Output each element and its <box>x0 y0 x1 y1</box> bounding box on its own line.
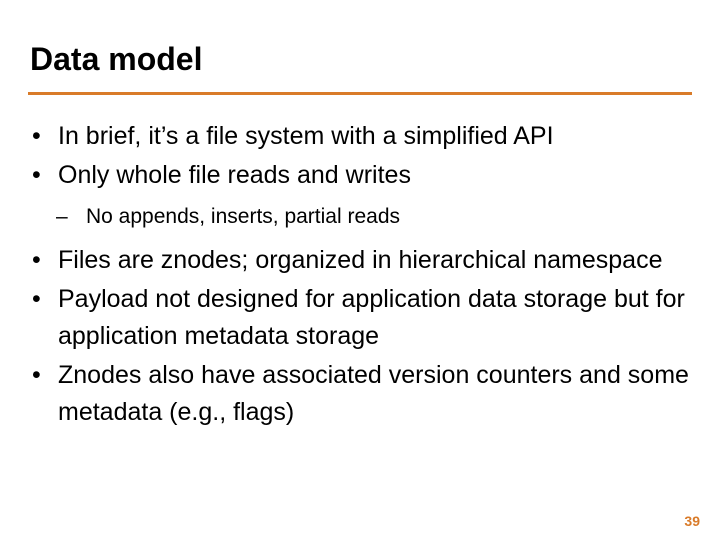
sub-bullet-item: – No appends, inserts, partial reads <box>28 200 696 234</box>
bullet-text: Files are znodes; organized in hierarchi… <box>58 246 663 274</box>
title-divider-rule <box>28 92 692 95</box>
bullet-dot-icon: • <box>32 122 41 150</box>
bullet-dot-icon: • <box>32 285 41 313</box>
slide-title: Data model <box>30 41 203 77</box>
bullet-dot-icon: • <box>32 246 41 274</box>
bullet-dot-icon: • <box>32 161 41 189</box>
bullet-item: • Only whole file reads and writes <box>28 157 696 194</box>
bullet-dash-icon: – <box>56 205 68 228</box>
bullet-item: • Znodes also have associated version co… <box>28 357 696 431</box>
sub-bullet-text: No appends, inserts, partial reads <box>86 205 401 228</box>
slide-body-content: • In brief, it’s a file system with a si… <box>28 118 696 433</box>
bullet-text: In brief, it’s a file system with a simp… <box>58 122 554 150</box>
bullet-item: • Payload not designed for application d… <box>28 281 696 355</box>
bullet-dot-icon: • <box>32 361 41 389</box>
bullet-text: Payload not designed for application dat… <box>58 285 685 350</box>
bullet-item: • Files are znodes; organized in hierarc… <box>28 242 696 279</box>
bullet-item: • In brief, it’s a file system with a si… <box>28 118 696 155</box>
bullet-text: Only whole file reads and writes <box>58 161 411 189</box>
bullet-text: Znodes also have associated version coun… <box>58 361 689 426</box>
slide-page-number: 39 <box>684 513 700 529</box>
